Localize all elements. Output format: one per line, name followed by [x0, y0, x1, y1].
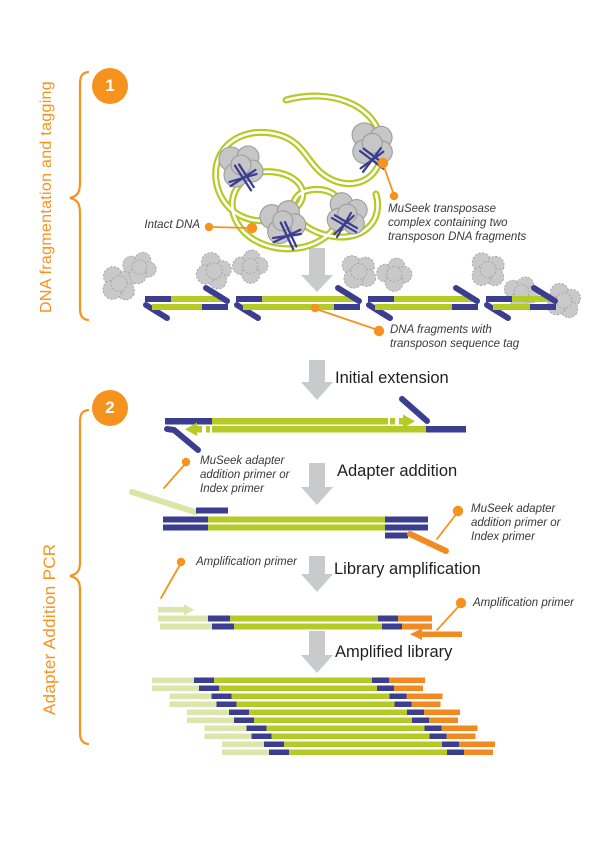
- adapter-addition-duplex: [129, 489, 449, 554]
- section-2-badge: 2: [92, 390, 128, 426]
- callout-adapter-primer-left: [163, 457, 191, 489]
- released-transposase: [96, 244, 587, 325]
- library-amplification-duplex: [158, 604, 462, 640]
- callout-adapter-primer-right: [436, 505, 464, 540]
- callout-intact-dna: [204, 222, 258, 234]
- callout-museek-complex: [377, 157, 399, 201]
- down-arrow-initial-extension: [301, 360, 333, 400]
- amplified-library-stack: [152, 677, 495, 755]
- callout-dna-fragments: [310, 303, 385, 337]
- transposase-complex: [218, 145, 264, 192]
- section-1-number: 1: [105, 76, 115, 95]
- amplified-library-pair: [222, 741, 495, 755]
- step-title-library-amplification: Library amplification: [334, 560, 481, 578]
- label-adapter-primer-right: MuSeek adapter addition primer or Index …: [471, 503, 561, 543]
- section-bracket-1: [69, 70, 90, 322]
- callout-amplification-primer-left: [160, 557, 186, 599]
- amplified-library-pair: [187, 709, 460, 723]
- section-1-badge: 1: [92, 68, 128, 104]
- section-2-label: Adapter Addition PCR: [40, 543, 59, 715]
- down-arrow-adapter-addition: [301, 463, 333, 505]
- intact-dna-tangle: [212, 92, 386, 253]
- dna-fragment: [234, 285, 362, 321]
- section-1-label: DNA fragmentation and tagging: [38, 81, 55, 313]
- dna-fragment: [484, 285, 558, 321]
- transposase-complex: [344, 118, 399, 174]
- amplified-library-pair: [169, 693, 443, 707]
- step-title-amplified-library: Amplified library: [335, 643, 453, 661]
- label-museek-complex: MuSeek transposase complex containing tw…: [388, 203, 527, 243]
- label-intact-dna: Intact DNA: [144, 219, 200, 231]
- initial-extension-duplex: [164, 396, 466, 453]
- dna-fragment: [143, 285, 230, 321]
- amplified-library-pair: [204, 725, 478, 739]
- callout-amplification-primer-right: [436, 597, 467, 631]
- down-arrow-amplified-library: [301, 631, 333, 673]
- dna-fragment: [366, 285, 480, 321]
- down-arrow-library-amplification: [301, 556, 333, 592]
- step-title-initial-extension: Initial extension: [335, 369, 449, 387]
- section-bracket-2: [69, 408, 90, 746]
- label-amplification-primer-left: Amplification primer: [196, 556, 297, 568]
- label-dna-fragments: DNA fragments with transposon sequence t…: [390, 324, 520, 350]
- label-adapter-primer-left: MuSeek adapter addition primer or Index …: [200, 455, 290, 495]
- down-arrow-fragmentation: [301, 248, 333, 292]
- amplified-library-pair: [152, 677, 425, 691]
- step-title-adapter-addition: Adapter addition: [337, 462, 458, 480]
- label-amplification-primer-right: Amplification primer: [473, 597, 574, 609]
- section-2-number: 2: [105, 398, 115, 417]
